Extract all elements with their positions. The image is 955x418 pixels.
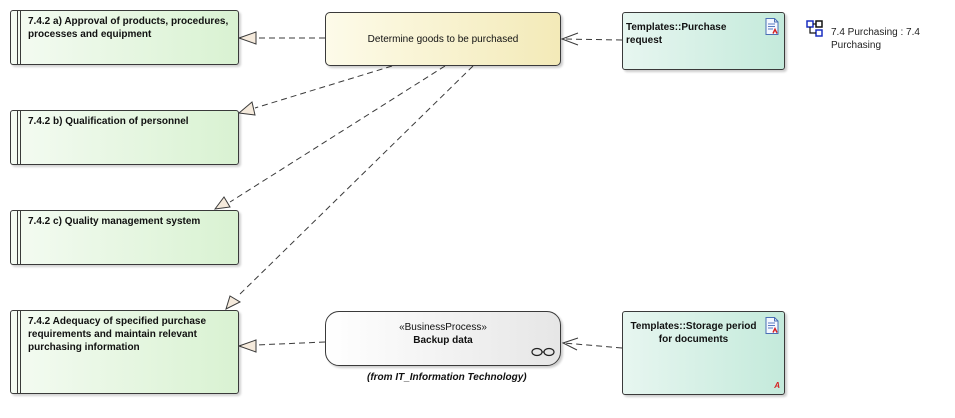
artifact-label: Templates::Storage period for documents <box>630 321 757 345</box>
requirement-approval[interactable]: 7.4.2 a) Approval of products, procedure… <box>10 10 239 65</box>
requirement-label: 7.4.2 c) Quality management system <box>28 216 201 227</box>
alert-flag-icon: A <box>774 381 780 390</box>
connector-activity-req-a[interactable] <box>237 31 325 45</box>
package-reference-label: 7.4 Purchasing : 7.4 Purchasing <box>831 27 920 51</box>
requirement-label: 7.4.2 b) Qualification of personnel <box>28 116 189 127</box>
link-glasses-icon <box>531 347 555 357</box>
requirement-label: 7.4.2 a) Approval of products, procedure… <box>28 16 229 40</box>
requirement-qualification[interactable]: 7.4.2 b) Qualification of personnel <box>10 110 239 165</box>
connector-activity-req-c[interactable] <box>213 65 446 210</box>
document-icon <box>765 317 779 334</box>
requirement-bar <box>17 111 21 164</box>
connector-storage-bp[interactable] <box>561 337 623 351</box>
connector-purchase-activity[interactable] <box>560 32 623 46</box>
connector-activity-req-b[interactable] <box>237 65 393 116</box>
requirement-adequacy[interactable]: 7.4.2 Adequacy of specified purchase req… <box>10 310 239 394</box>
package-diagram-icon <box>806 20 823 37</box>
requirement-bar <box>17 11 21 64</box>
business-process-backup-data[interactable]: «BusinessProcess» Backup data <box>325 311 561 366</box>
from-package-note: (from IT_Information Technology) <box>367 372 527 383</box>
document-icon <box>765 18 779 35</box>
connector-bp-req-d[interactable] <box>237 339 326 353</box>
activity-determine-goods[interactable]: Determine goods to be purchased <box>325 12 561 66</box>
artifact-purchase-request[interactable]: Templates::Purchase request <box>622 12 785 70</box>
activity-label: Determine goods to be purchased <box>367 33 519 45</box>
stereotype-label: «BusinessProcess» <box>399 322 487 333</box>
connector-activity-req-d[interactable] <box>225 65 474 310</box>
requirement-bar <box>17 311 21 393</box>
business-process-name: Backup data <box>413 335 473 346</box>
requirement-qms[interactable]: 7.4.2 c) Quality management system <box>10 210 239 265</box>
requirement-bar <box>17 211 21 264</box>
artifact-storage-period[interactable]: Templates::Storage period for documents … <box>622 311 785 395</box>
artifact-label: Templates::Purchase request <box>626 22 727 46</box>
requirement-label: 7.4.2 Adequacy of specified purchase req… <box>28 316 207 353</box>
